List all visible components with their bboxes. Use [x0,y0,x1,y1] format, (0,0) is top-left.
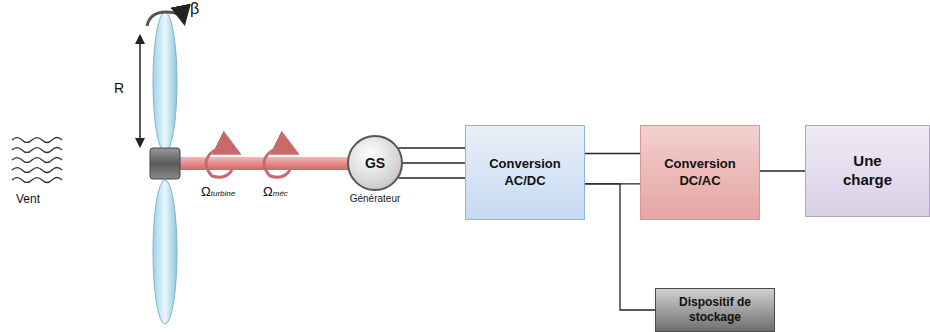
generator-caption: Générateur [350,193,401,204]
generator-symbol: GS [365,155,385,171]
connector [585,154,640,184]
rotation-arrow [264,152,290,177]
blade [153,12,177,152]
load-box: Une charge [805,125,930,217]
converter-box: Conversion AC/DC [465,125,585,220]
radius-label: R [114,80,124,96]
box-label: Conversion AC/DC [472,156,578,189]
blade [153,180,177,324]
hub [150,148,180,179]
wind-label: Vent [16,192,40,206]
connector [399,148,465,178]
rotation-arrow [206,152,232,177]
speed-label: Ωturbine [201,184,235,199]
wire [585,153,640,154]
pitch-angle-label: β [190,0,199,18]
box-label: Dispositif de stockage [662,295,768,325]
speed-label: Ωméc [263,184,288,199]
wire [403,162,465,163]
pitch-arrow [147,12,184,26]
rotation-arrow [270,148,290,152]
wire [399,147,465,148]
storage-box: Dispositif de stockage [655,288,775,332]
wire [760,170,805,171]
generator-circle: GSGénérateur [347,135,403,191]
inverter-box: Conversion DC/AC [640,125,760,220]
radius-arrow [139,36,141,146]
box-label: Conversion DC/AC [647,156,753,189]
rotation-arrow [212,148,232,152]
connector [760,171,805,172]
wind-waves [12,138,62,183]
wire [399,177,465,178]
box-label: Une charge [828,152,908,190]
